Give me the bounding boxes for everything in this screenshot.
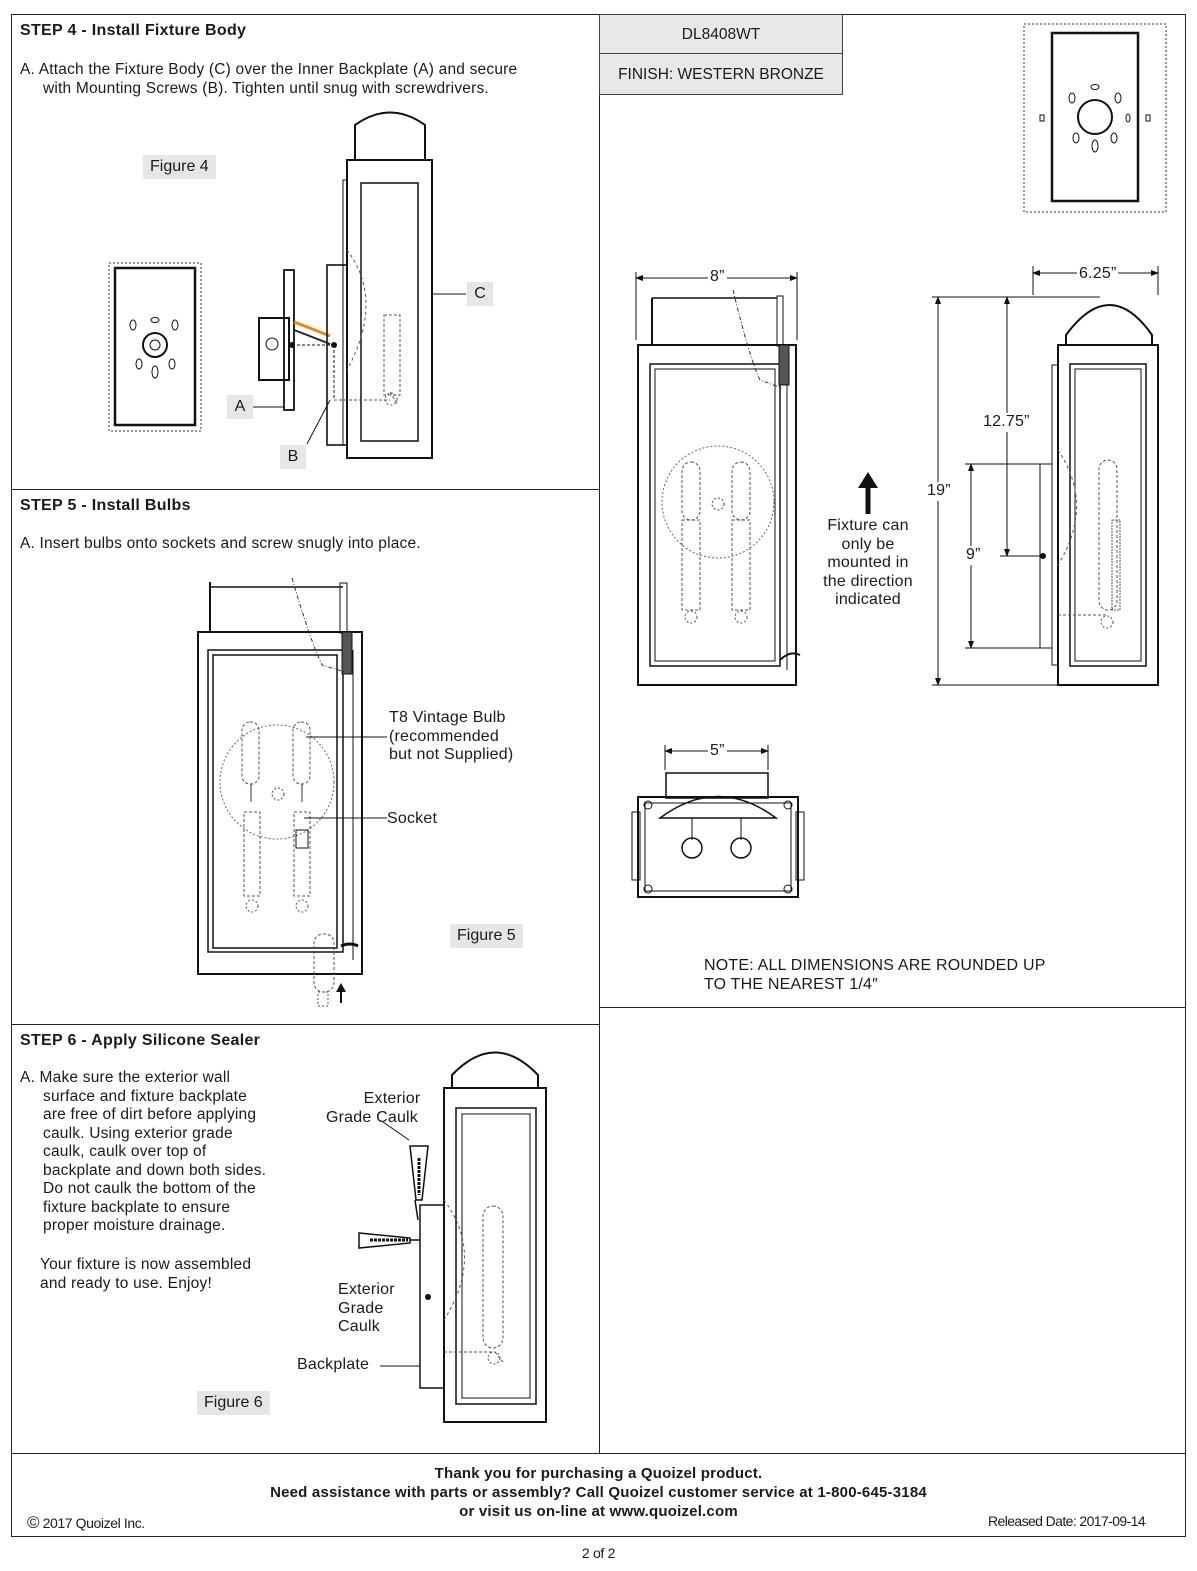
- rounding-note-line1: NOTE: ALL DIMENSIONS ARE ROUNDED UP: [704, 957, 1046, 974]
- backplate-label: Backplate: [297, 1356, 370, 1373]
- dim-width-front: 8”: [708, 268, 727, 287]
- figure-6-label: Figure 6: [197, 1391, 270, 1415]
- copyright: © 2017 Quoizel Inc.: [27, 1513, 145, 1533]
- figure-6-drawing: [358, 1051, 547, 1423]
- step6-title: STEP 6 - Apply Silicone Sealer: [20, 1032, 261, 1049]
- page-number: 2 of 2: [581, 1545, 616, 1561]
- step6-line-6: backplate and down both sides.: [43, 1161, 267, 1179]
- bulb-label: T8 Vintage Bulb (recommended but not Sup…: [389, 709, 513, 765]
- bulb-label-line2: (recommended: [389, 727, 500, 745]
- copyright-icon: ©: [27, 1513, 40, 1532]
- spec-panel: [599, 14, 1186, 1008]
- dim-width-top: 5”: [708, 742, 727, 761]
- step6-line-7: Do not caulk the bottom of the: [43, 1180, 256, 1197]
- callout-a: A: [227, 395, 253, 419]
- socket-label: Socket: [387, 810, 438, 827]
- dim-depth: 6.25”: [1077, 265, 1119, 284]
- dim-height-plate: 9”: [964, 546, 983, 565]
- bulb-label-line1: T8 Vintage Bulb: [389, 709, 506, 726]
- step4-panel: [11, 14, 600, 490]
- caulk-side-line2: Grade: [338, 1299, 384, 1317]
- caulk-side-label: Exterior Grade Caulk: [338, 1281, 395, 1337]
- step6-line-2: surface and fixture backplate: [43, 1087, 247, 1105]
- mount-direction-note: Fixture can only be mounted in the direc…: [808, 517, 928, 610]
- footer-divider: [11, 1453, 1186, 1454]
- released-date: Released Date: 2017-09-14: [988, 1513, 1146, 1529]
- caulk-top-line1: Exterior: [363, 1090, 421, 1107]
- step4-text-line2: with Mounting Screws (B). Tighten until …: [43, 79, 489, 97]
- mount-note-line3: mounted in: [827, 554, 909, 571]
- rounding-note-line2: TO THE NEAREST 1/4″: [704, 975, 878, 993]
- step6-line-1: A. Make sure the exterior wall: [20, 1069, 231, 1086]
- figure-5-label: Figure 5: [450, 924, 523, 948]
- step6-line-8: fixture backplate to ensure: [43, 1198, 231, 1216]
- callout-c: C: [467, 282, 493, 306]
- finish-name: FINISH: WESTERN BRONZE: [599, 53, 843, 95]
- figure-4-label: Figure 4: [143, 155, 216, 179]
- step4-title: STEP 4 - Install Fixture Body: [20, 22, 247, 39]
- footer-assist: Need assistance with parts or assembly? …: [270, 1484, 927, 1501]
- bulb-label-line3: but not Supplied): [389, 746, 514, 763]
- step6-line-9: proper moisture drainage.: [43, 1217, 226, 1234]
- step6-instructions: A. Make sure the exterior wall surface a…: [20, 1069, 310, 1236]
- step4-instructions: A. Attach the Fixture Body (C) over the …: [20, 61, 590, 98]
- dim-height-mount: 12.75”: [981, 413, 1032, 432]
- footer-visit: or visit us on-line at www.quoizel.com: [459, 1503, 738, 1520]
- step6-line-5: caulk, caulk over top of: [43, 1143, 207, 1160]
- mount-note-line1: Fixture can: [827, 517, 909, 534]
- rounding-note: NOTE: ALL DIMENSIONS ARE ROUNDED UP TO T…: [704, 957, 1046, 994]
- mount-note-line5: indicated: [835, 591, 901, 608]
- page-frame: [11, 14, 1186, 1537]
- mount-note-line2: only be: [841, 535, 895, 553]
- caulk-side-line3: Caulk: [338, 1318, 380, 1335]
- step6-line-4: caulk. Using exterior grade: [43, 1124, 233, 1142]
- mount-note-line4: the direction: [823, 572, 913, 590]
- step6-closing-line1: Your fixture is now assembled: [40, 1256, 252, 1273]
- step5-title: STEP 5 - Install Bulbs: [20, 497, 191, 514]
- step6-line-3: are free of dirt before applying: [43, 1106, 257, 1123]
- dim-height-total: 19”: [926, 482, 952, 501]
- callout-b: B: [280, 445, 306, 469]
- caulk-top-line2: Grade Caulk: [325, 1108, 419, 1126]
- figure-4-drawing: [108, 111, 466, 459]
- caulk-side-line1: Exterior: [338, 1281, 395, 1298]
- step5-instructions: A. Insert bulbs onto sockets and screw s…: [20, 535, 421, 552]
- footer-thanks: Thank you for purchasing a Quoizel produ…: [434, 1465, 763, 1482]
- copyright-text: 2017 Quoizel Inc.: [42, 1515, 146, 1531]
- center-divider: [599, 1007, 600, 1454]
- dimension-drawings: [631, 23, 1167, 898]
- step6-closing-line2: and ready to use. Enjoy!: [40, 1274, 212, 1292]
- step5-panel: [11, 489, 600, 1025]
- figure-5-drawing: [197, 577, 387, 1007]
- step6-closing: Your fixture is now assembled and ready …: [40, 1256, 251, 1293]
- step4-text-line1: A. Attach the Fixture Body (C) over the …: [20, 61, 518, 78]
- caulk-top-label: Exterior Grade Caulk: [312, 1090, 432, 1127]
